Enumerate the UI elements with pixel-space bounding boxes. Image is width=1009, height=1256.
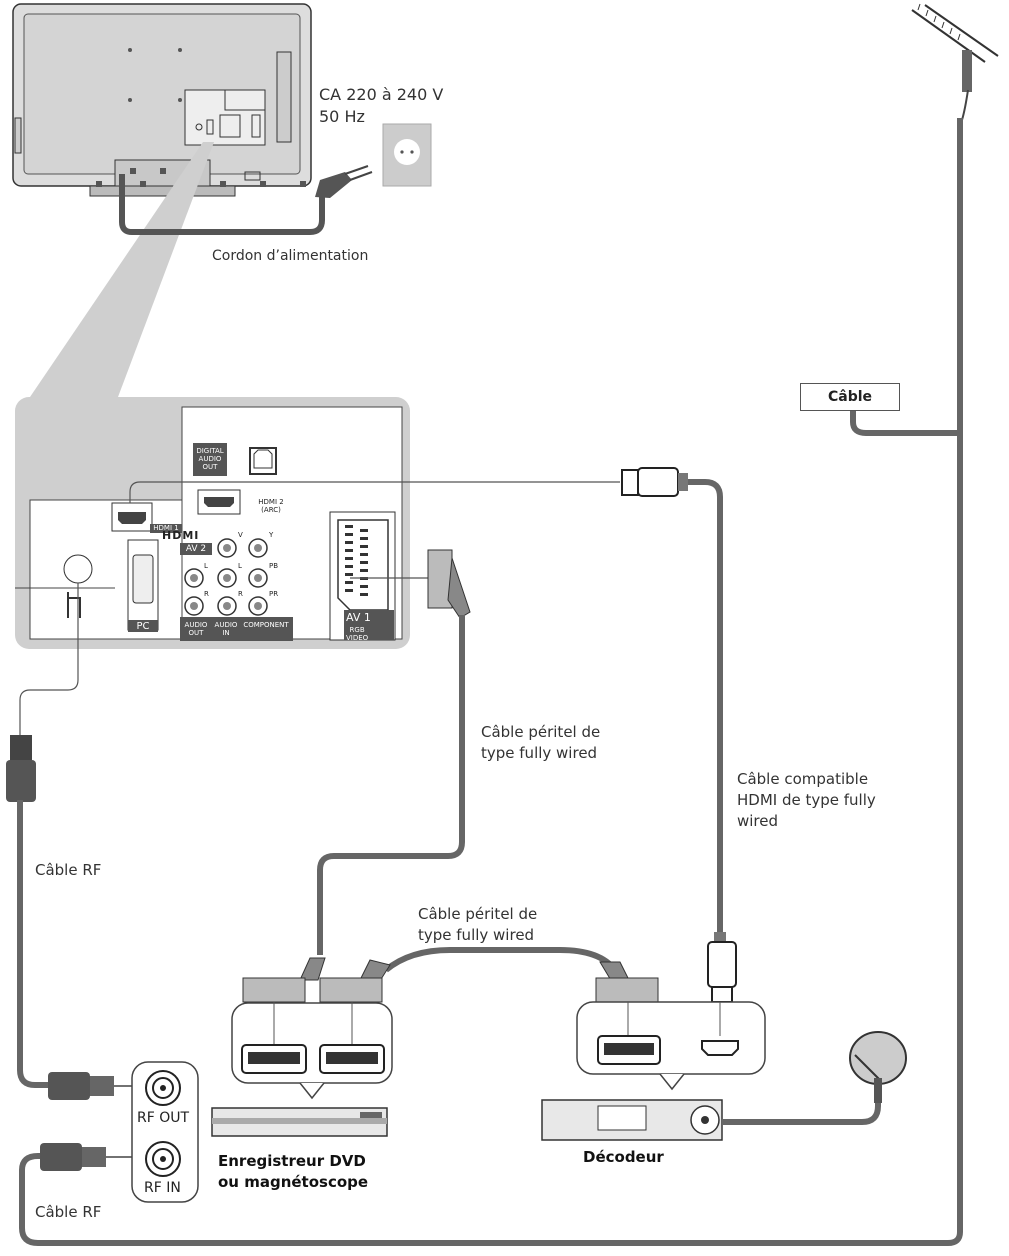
rf-plug-top xyxy=(6,735,36,802)
decoder-device xyxy=(541,1001,766,1141)
rf-cable-1-label: Câble RF xyxy=(35,861,102,879)
decoder-label: Décodeur xyxy=(583,1148,664,1166)
wall-socket xyxy=(382,123,432,187)
hdmi-logo: HDMI xyxy=(162,529,200,542)
hdmi-plug-bottom xyxy=(707,932,737,1003)
scart-plug-recorder-2 xyxy=(319,959,391,1003)
jack-l-label: L xyxy=(204,562,208,570)
connection-panel xyxy=(15,397,410,649)
component-label: COMPONENT xyxy=(243,621,289,629)
rf-ports-box xyxy=(131,1061,199,1203)
antenna-icon xyxy=(911,3,999,121)
jack-l2-label: L xyxy=(238,562,242,570)
jack-r2-label: R xyxy=(238,590,243,598)
recorder-device xyxy=(211,1002,393,1137)
satellite-dish-icon xyxy=(849,1031,907,1103)
hdmi-plug-top xyxy=(621,467,688,497)
jack-pr-label: PR xyxy=(269,590,279,598)
av1-label: AV 1 xyxy=(346,611,371,624)
power-voltage: CA 220 à 240 V xyxy=(319,85,444,104)
hdmi2-label: HDMI 2(ARC) xyxy=(258,498,284,514)
antenna-cable-label: Câble xyxy=(800,383,900,411)
power-cord xyxy=(119,174,325,235)
rf-out-label: RF OUT xyxy=(137,1110,190,1126)
scart-plug-decoder xyxy=(595,961,659,1003)
hdmi1-label: HDMI 1 xyxy=(153,524,179,532)
jack-v-label: V xyxy=(238,531,243,539)
rf-cable-1 xyxy=(17,800,48,1088)
jack-y-label: Y xyxy=(269,531,274,539)
power-cord-label: Cordon d’alimentation xyxy=(212,248,369,264)
scart-plug-av1 xyxy=(427,549,471,619)
scart-cable-1 xyxy=(317,615,465,955)
rf-in-label: RF IN xyxy=(144,1180,181,1196)
hdmi-cable xyxy=(129,481,620,503)
av2-label: AV 2 xyxy=(185,544,207,554)
pc-label: PC xyxy=(136,621,150,632)
rf-plug-in xyxy=(40,1143,140,1171)
power-frequency: 50 Hz xyxy=(319,107,365,126)
jack-pb-label: PB xyxy=(269,562,279,570)
jack-r-label: R xyxy=(204,590,209,598)
tv-back xyxy=(12,3,312,197)
antenna-cable xyxy=(19,118,963,1246)
rf-cable-2-label: Câble RF xyxy=(35,1203,102,1221)
scart-plug-recorder-1 xyxy=(242,957,326,1003)
rf-plug-out xyxy=(48,1072,140,1100)
scart-cable-2 xyxy=(384,947,618,973)
zoom-wedge xyxy=(30,142,214,397)
